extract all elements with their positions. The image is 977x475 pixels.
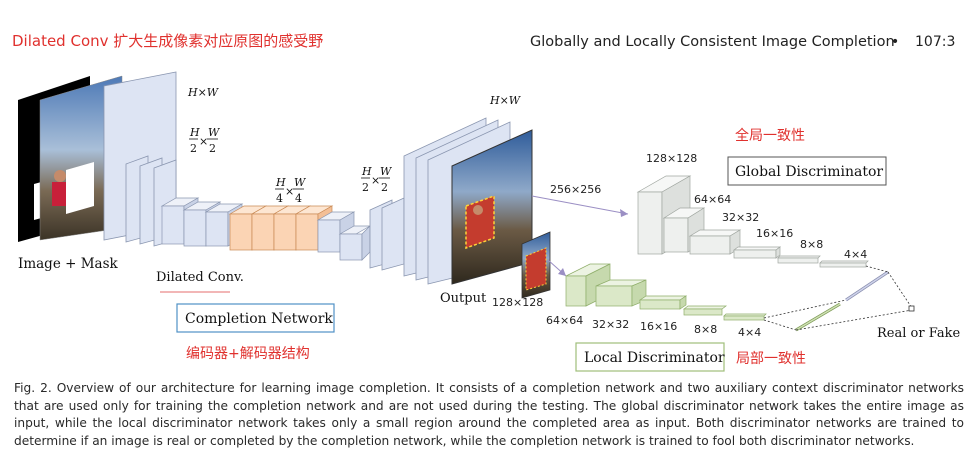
dim-g8: 8×8 bbox=[800, 238, 823, 251]
arrow-local-head bbox=[558, 268, 566, 276]
svg-text:H: H bbox=[189, 126, 200, 139]
annotation-encoder-decoder: 编码器+解码器结构 bbox=[186, 346, 310, 362]
dec-quarter-blocks bbox=[316, 211, 372, 261]
dim-l8: 8×8 bbox=[694, 323, 717, 336]
architecture-diagram: Dilated Conv 扩大生成像素对应原图的感受野 Globally and… bbox=[12, 32, 960, 372]
completion-network-box bbox=[176, 303, 335, 333]
svg-text:W: W bbox=[208, 126, 221, 139]
annotation-global-consistency: 全局一致性 bbox=[735, 127, 805, 144]
output-label: Output bbox=[440, 291, 487, 306]
figure-caption-text: Overview of our architecture for learnin… bbox=[14, 381, 964, 448]
annotation-local-consistency: 局部一致性 bbox=[736, 351, 806, 367]
svg-text:2: 2 bbox=[381, 181, 388, 194]
dim-hw-input: H×W bbox=[187, 86, 220, 99]
svg-text:W: W bbox=[294, 176, 307, 189]
real-or-fake-label: Real or Fake bbox=[877, 326, 960, 341]
input-person-face bbox=[54, 170, 66, 182]
input-image-stack bbox=[18, 75, 123, 242]
dilated-conv-label: Dilated Conv. bbox=[156, 270, 244, 285]
output-crop-region bbox=[465, 194, 495, 250]
fc-connections bbox=[763, 265, 915, 332]
output-image bbox=[451, 129, 533, 285]
local-crop-patch bbox=[521, 231, 551, 299]
input-photo-hole bbox=[66, 162, 94, 214]
arrow-global-head bbox=[620, 209, 628, 217]
dim-half-right: H 2 × W 2 bbox=[361, 165, 393, 194]
header-title: Globally and Locally Consistent Image Co… bbox=[530, 34, 895, 50]
enc-quarter-blocks bbox=[160, 197, 244, 247]
dim-hw-output: H×W bbox=[489, 94, 522, 107]
svg-text:2: 2 bbox=[190, 142, 197, 155]
dim-quarter: H 4 × W 4 bbox=[275, 176, 307, 205]
dim-l16: 16×16 bbox=[640, 320, 677, 333]
global-discriminator-label: Global Discriminator bbox=[735, 164, 883, 180]
global-discriminator-blocks bbox=[636, 175, 869, 268]
header-bullet: • bbox=[891, 34, 899, 50]
image-mask-label: Image + Mask bbox=[18, 256, 119, 272]
dim-half-left: H 2 × W 2 bbox=[189, 126, 221, 155]
local-discriminator-label: Local Discriminator bbox=[584, 350, 725, 366]
local-discriminator-box bbox=[575, 342, 725, 372]
dim-g256: 256×256 bbox=[550, 183, 601, 196]
dim-g32: 32×32 bbox=[722, 211, 759, 224]
svg-text:2: 2 bbox=[209, 142, 216, 155]
dilated-conv-blocks bbox=[228, 205, 334, 251]
dim-g64: 64×64 bbox=[694, 193, 731, 206]
local-discriminator-blocks bbox=[565, 263, 767, 321]
dim-l128: 128×128 bbox=[492, 296, 543, 309]
annotation-dilated-conv: Dilated Conv 扩大生成像素对应原图的感受野 bbox=[12, 32, 323, 50]
svg-text:W: W bbox=[380, 165, 393, 178]
svg-text:2: 2 bbox=[362, 181, 369, 194]
global-discriminator-box bbox=[727, 156, 887, 186]
svg-text:H: H bbox=[275, 176, 286, 189]
dim-l4: 4×4 bbox=[738, 326, 761, 339]
arrow-to-global bbox=[531, 195, 629, 215]
svg-text:4: 4 bbox=[276, 192, 283, 205]
dim-g16: 16×16 bbox=[756, 227, 793, 240]
completion-network-label: Completion Network bbox=[185, 311, 333, 327]
figure-number: Fig. 2. bbox=[14, 381, 52, 395]
input-person-body bbox=[52, 182, 66, 206]
output-node bbox=[908, 305, 915, 312]
svg-text:×: × bbox=[285, 185, 294, 198]
figure-caption: Fig. 2. Overview of our architecture for… bbox=[14, 380, 964, 450]
svg-text:4: 4 bbox=[295, 192, 302, 205]
svg-text:×: × bbox=[371, 174, 380, 187]
completion-network-blocks bbox=[103, 71, 511, 285]
dec-half-plate-2 bbox=[381, 197, 405, 271]
dim-g4: 4×4 bbox=[844, 248, 867, 261]
dim-l64: 64×64 bbox=[546, 314, 583, 327]
dim-g128: 128×128 bbox=[646, 152, 697, 165]
header-page-number: 107:3 bbox=[915, 34, 955, 50]
svg-text:×: × bbox=[199, 135, 208, 148]
svg-text:H: H bbox=[361, 165, 372, 178]
dim-l32: 32×32 bbox=[592, 318, 629, 331]
